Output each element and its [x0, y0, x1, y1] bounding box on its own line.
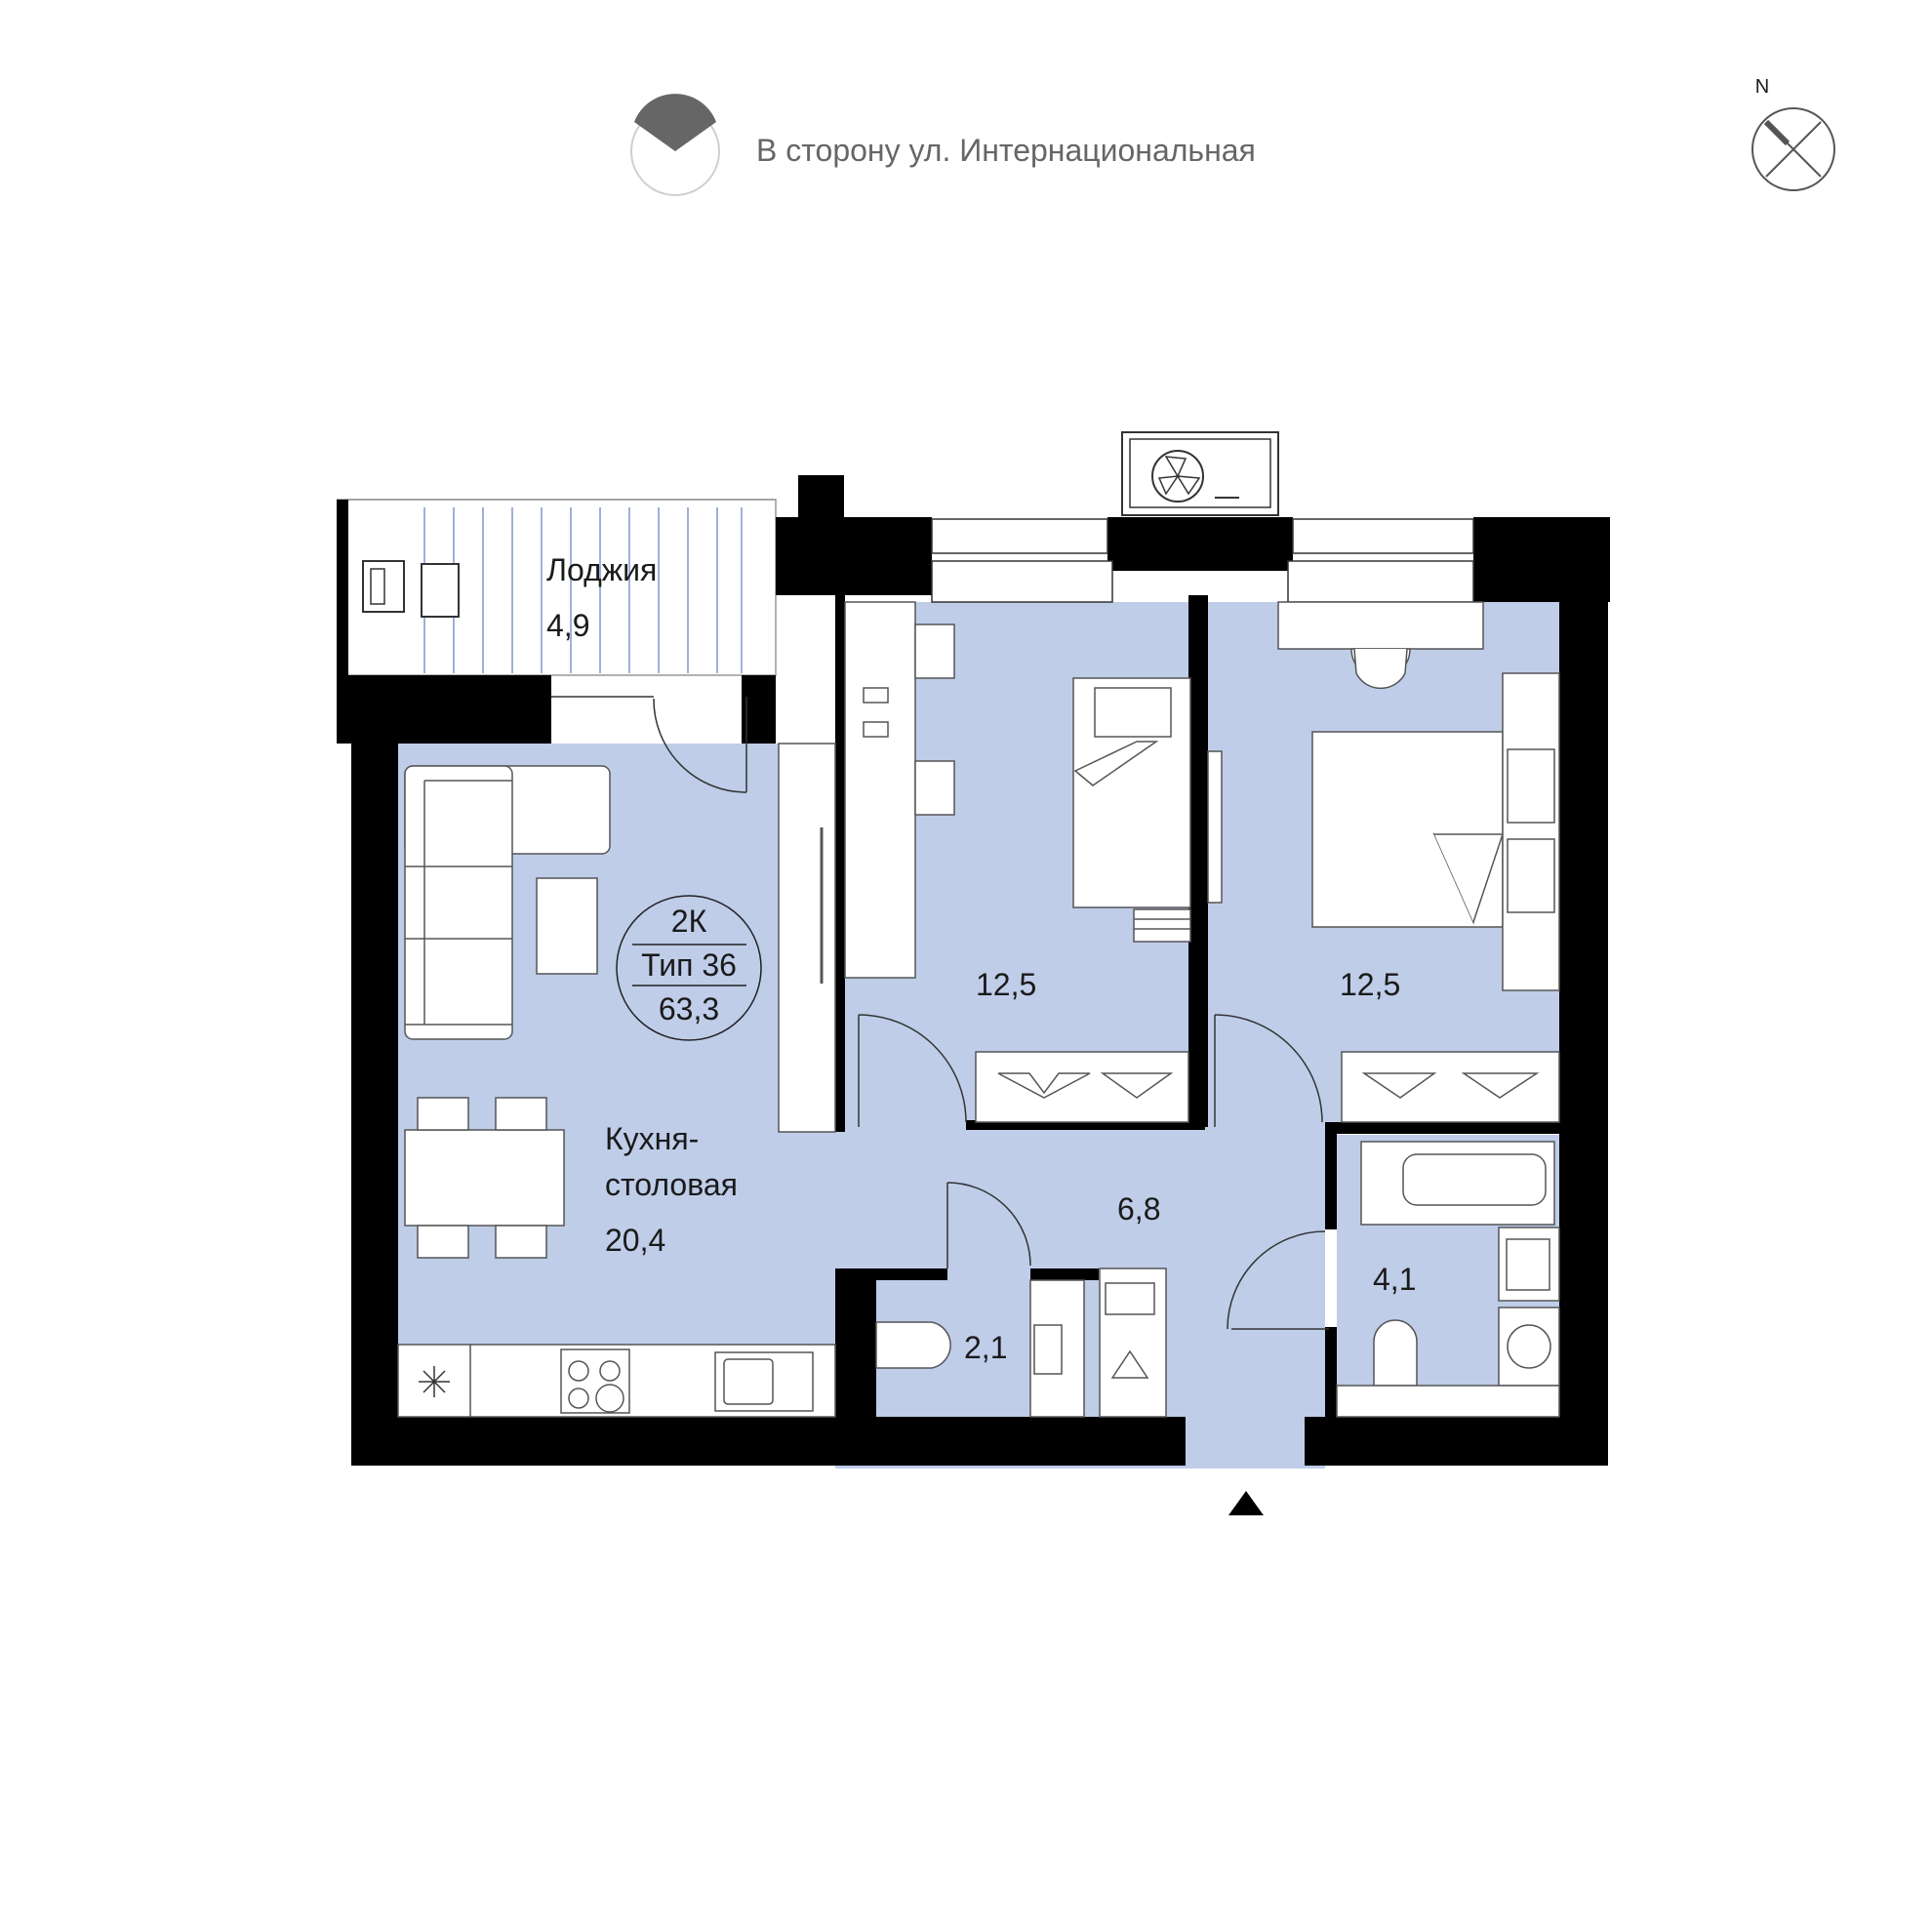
ac-unit-icon	[1121, 431, 1279, 516]
wc-area: 2,1	[964, 1330, 1007, 1365]
apartment-type: Тип 36	[641, 947, 737, 983]
wc-door	[946, 1182, 1031, 1268]
kitchen-name-line1: Кухня-	[605, 1121, 699, 1156]
apartment-total-area: 63,3	[659, 991, 719, 1026]
bedroom-right-furniture	[1207, 601, 1560, 1123]
loggia-name: Лоджия	[546, 552, 657, 587]
loggia-area: 4,9	[546, 608, 589, 643]
kitchen-name-line2: столовая	[605, 1167, 738, 1202]
street-orientation-indicator	[630, 94, 720, 196]
entrance-arrow-icon	[1228, 1491, 1264, 1515]
apartment-badge: 2К Тип 36 63,3	[616, 895, 762, 1041]
north-label: N	[1755, 76, 1769, 98]
wc-furniture	[875, 1268, 1167, 1418]
bathroom-furniture	[1336, 1141, 1560, 1418]
fridge-snowflake-icon	[419, 1366, 450, 1397]
north-compass-icon: N	[1751, 76, 1835, 191]
bathroom-area: 4,1	[1373, 1262, 1416, 1297]
loggia-door	[551, 696, 747, 793]
hall-area: 6,8	[1117, 1191, 1160, 1227]
bedroom-left-area: 12,5	[976, 967, 1036, 1002]
apartment-rooms: 2К	[671, 904, 707, 939]
bathroom-door	[1227, 1230, 1329, 1330]
hall-lower	[1184, 1268, 1303, 1464]
kitchen-furniture	[397, 743, 836, 1418]
kitchen-area: 20,4	[605, 1223, 665, 1258]
walls	[337, 475, 1610, 1466]
bedroom-left-furniture	[844, 601, 1191, 1123]
loggia	[337, 499, 777, 676]
street-direction-text: В сторону ул. Интернациональная	[756, 133, 1256, 168]
windows	[931, 518, 1474, 603]
bedroom-right-area: 12,5	[1340, 967, 1400, 1002]
bedroom-left-door	[858, 1014, 967, 1127]
bedroom-right-door	[1214, 1014, 1323, 1127]
